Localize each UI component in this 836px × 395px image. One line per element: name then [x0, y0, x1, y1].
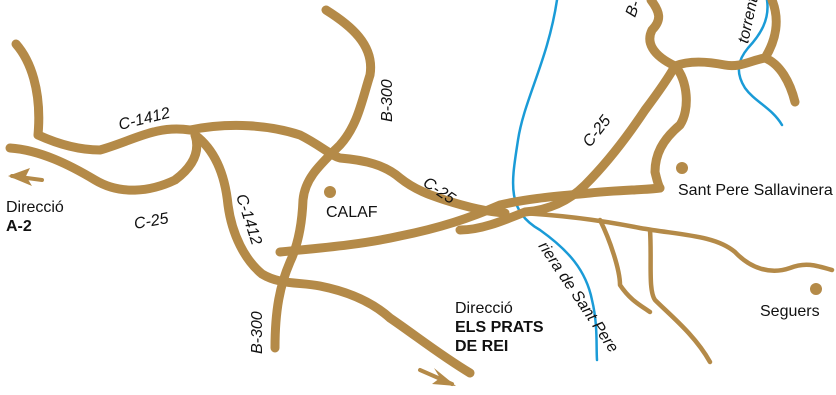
- town-label-sant-pere: Sant Pere Sallavinera: [678, 182, 833, 199]
- road-c25-northeast: [455, 61, 680, 235]
- road-north-east-top: [760, 0, 781, 63]
- road-b-corner: [645, 0, 680, 71]
- road-label-b300-top: B-300: [379, 79, 396, 122]
- road-minor-east: [517, 210, 835, 273]
- direction-a2-label-line2: A-2: [6, 218, 32, 235]
- road-minor-south-2: [597, 217, 653, 315]
- road-c25-west: [5, 130, 202, 195]
- direction-prats-label-line2: ELS PRATS: [455, 319, 544, 336]
- road-label-c25-right: C-25: [580, 113, 615, 151]
- road-east-branch: [670, 53, 800, 107]
- calaf-dot-icon: [324, 186, 336, 198]
- road-minor-south-1: [647, 227, 713, 365]
- river-label-riera: riera de Sant Pere: [535, 239, 622, 356]
- direction-a2-label-line1: Direcció: [6, 199, 64, 216]
- road-c1412-south: [190, 130, 475, 378]
- road-label-b300-corner: B-: [623, 0, 644, 19]
- road-calaf-east: [275, 183, 665, 257]
- sant-pere-dot-icon: [676, 162, 688, 174]
- town-label-seguers: Seguers: [760, 303, 820, 320]
- road-connector: [650, 61, 691, 193]
- direction-a2-arrow-icon: [8, 168, 44, 186]
- road-c1412-west: [11, 39, 510, 218]
- road-b300: [270, 5, 376, 353]
- road-label-c25-left: C-25: [133, 210, 170, 233]
- town-label-calaf: CALAF: [326, 204, 378, 221]
- direction-prats-arrow-icon: [418, 368, 456, 386]
- seguers-dot-icon: [810, 283, 822, 295]
- direction-prats-label-line1: Direcció: [455, 300, 513, 317]
- direction-prats-label-line3: DE REI: [455, 338, 508, 355]
- river-riera-de-sant-pere: [511, 0, 599, 362]
- road-label-b300-bottom: B-300: [249, 311, 266, 354]
